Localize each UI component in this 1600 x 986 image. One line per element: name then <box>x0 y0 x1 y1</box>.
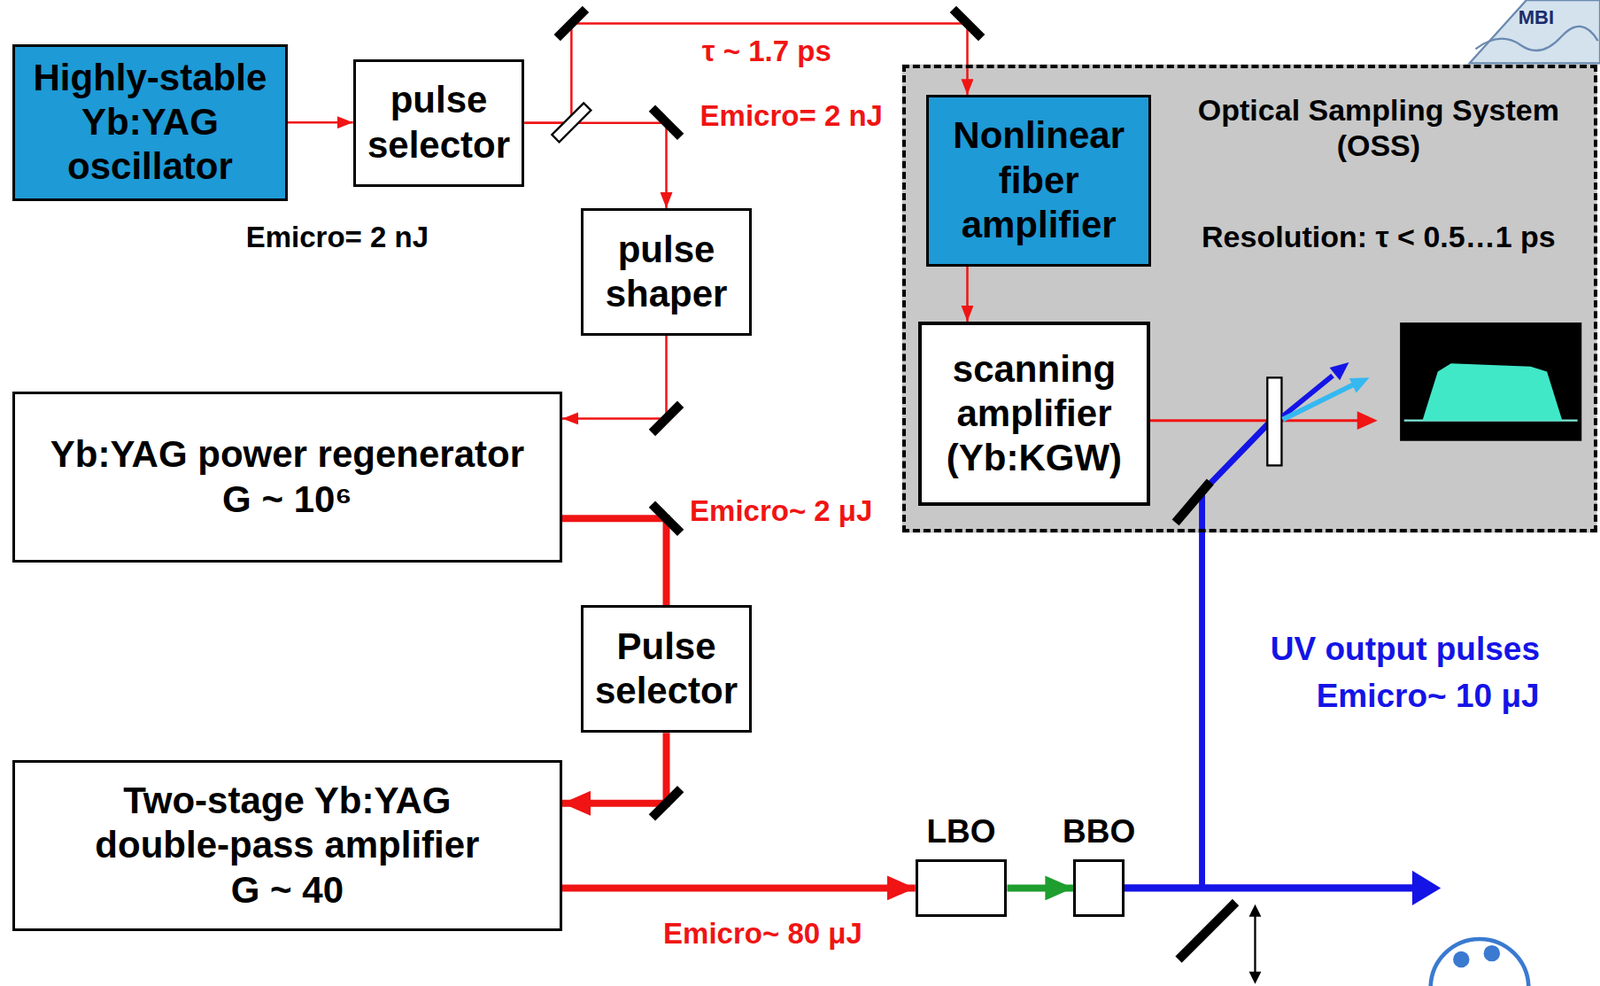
beam-arrow <box>966 266 969 322</box>
crystal-box: BBO <box>1073 858 1125 917</box>
bottom-logo <box>1430 938 1530 986</box>
box-text: BBO <box>1062 811 1136 851</box>
mirror <box>651 403 681 433</box>
energy-label: Emicro= 2 nJ <box>246 220 429 255</box>
fiber-amplifier-box: Nonlinear fiber amplifier <box>926 94 1152 267</box>
process-box: Pulse selector <box>580 604 753 733</box>
process-box: pulse shaper <box>580 208 753 336</box>
beam-arrow <box>562 732 667 804</box>
box-text: Two-stage Yb:YAG double-pass amplifier <box>74 778 500 868</box>
oss-region-fill <box>902 64 1598 534</box>
beam-arrow <box>562 517 667 605</box>
translation-arrow <box>1253 912 1256 975</box>
region-heading: Resolution: τ < 0.5…1 ps <box>1169 218 1588 256</box>
mirror <box>651 503 681 533</box>
logo-text: MBI <box>1518 6 1554 29</box>
energy-label: Emicro= 2 nJ <box>700 99 883 133</box>
amplifier-box: Yb:YAG power regeneratorG ~ 10⁶ <box>12 391 563 562</box>
mixed-arrowhead <box>1329 362 1350 380</box>
mirror <box>952 8 982 38</box>
crystal-box: LBO <box>915 858 1008 917</box>
signal-beam <box>1283 384 1354 419</box>
probe-beam <box>1150 418 1360 422</box>
energy-label: Emicro~ 2 μJ <box>689 494 873 528</box>
box-text: G ~ 10⁶ <box>222 477 353 522</box>
flip-mirror <box>1178 902 1237 960</box>
box-text: Pulse selector <box>588 624 745 714</box>
box-text: G ~ 40 <box>231 867 344 913</box>
beam-arrow <box>524 123 666 209</box>
box-text: pulse shaper <box>588 227 745 317</box>
delay-label: τ ~ 1.7 ps <box>702 34 832 69</box>
group-region: Optical Sampling System (OSS) Resolution:… <box>902 64 1598 534</box>
beam-arrow <box>287 121 354 124</box>
box-text: Highly-stable Yb:YAG oscillator <box>22 55 279 190</box>
box-text: pulse selector <box>361 77 518 168</box>
mirror <box>651 788 681 818</box>
uv-arrowhead <box>1412 870 1441 905</box>
logo-dot <box>1453 950 1469 967</box>
probe-arrowhead <box>1357 410 1378 430</box>
box-text: LBO <box>927 811 997 851</box>
beam-arrow <box>1006 883 1074 891</box>
signal-arrowhead <box>1349 377 1370 393</box>
logo-wave <box>1475 26 1598 51</box>
process-box: pulse selector <box>353 59 526 187</box>
region-heading: Optical Sampling System (OSS) <box>1169 92 1588 165</box>
mirror <box>1175 481 1211 523</box>
mixing-crystal <box>1267 377 1282 465</box>
institute-logo <box>1468 0 1600 63</box>
output-label: UV output pulses <box>1270 630 1540 669</box>
beam-splitter <box>551 102 591 142</box>
beam-arrow <box>562 883 916 891</box>
box-text: Yb:YAG power regenerator <box>50 432 525 477</box>
translation-arrowhead <box>1249 971 1262 984</box>
uv-beam <box>1124 883 1415 891</box>
energy-label: Emicro~ 80 μJ <box>663 916 863 951</box>
box-text: scanning amplifier (Yb:KGW) <box>927 347 1142 481</box>
translation-arrowhead <box>1249 904 1262 917</box>
scope-pulse-shape <box>1422 363 1562 421</box>
uv-sample-beam <box>1202 423 1269 886</box>
energy-label: Emicro~ 10 μJ <box>1316 677 1540 716</box>
mirror <box>651 108 681 137</box>
mirror <box>556 8 586 38</box>
box-text: Nonlinear fiber amplifier <box>934 113 1144 248</box>
amplifier-box: scanning amplifier (Yb:KGW) <box>918 321 1151 507</box>
amplifier-box: Two-stage Yb:YAG double-pass amplifierG … <box>12 759 563 930</box>
beam-arrow <box>562 335 667 418</box>
oscillator-box: Highly-stable Yb:YAG oscillator <box>12 44 288 201</box>
logo-dot <box>1484 944 1500 961</box>
scope-trace-background <box>1399 322 1582 441</box>
